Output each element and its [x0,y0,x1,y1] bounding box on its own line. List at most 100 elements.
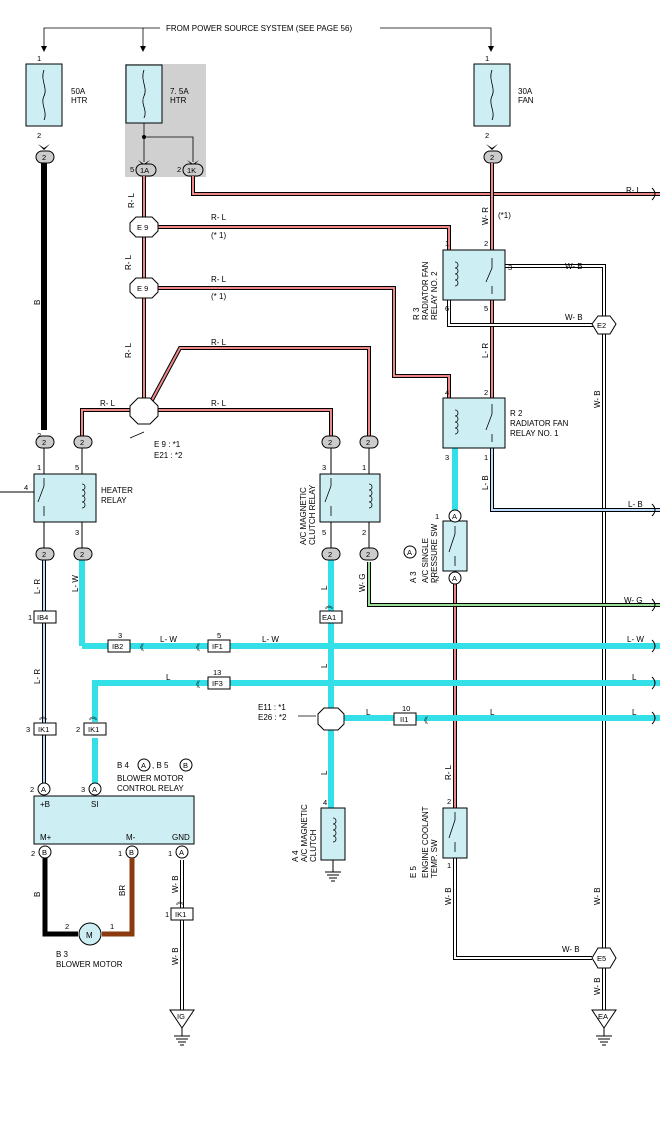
fuse-30a-fan: 1 30A FAN 2 [473,54,534,140]
svg-text:︽: ︽ [176,897,184,906]
wires-cyan [79,448,660,808]
svg-text:R- L: R- L [100,399,116,408]
svg-text:RELAY: RELAY [101,496,127,505]
svg-text:5: 5 [75,463,79,472]
svg-text:R- L: R- L [124,342,133,358]
svg-text:L- W: L- W [262,635,279,644]
svg-text:B: B [33,892,42,897]
heater-relay: 4 1 5 3 HEATER RELAY [0,463,133,537]
svg-text:1K: 1K [187,166,196,175]
svg-text:E5: E5 [597,954,606,963]
svg-text:W- G: W- G [358,573,367,592]
svg-text:SI: SI [91,800,99,809]
svg-text:E 9: E 9 [137,284,148,293]
svg-text:1: 1 [445,239,449,248]
svg-text:EA: EA [598,1012,608,1021]
svg-text:R- L: R- L [124,254,133,270]
svg-text:︽: ︽ [39,712,47,721]
svg-text:RELAY NO. 1: RELAY NO. 1 [510,429,559,438]
fuse-7-5a-htr: 7. 5A HTR [125,64,206,177]
svg-text:2: 2 [37,131,41,140]
svg-text:L- B: L- B [481,475,490,490]
svg-text:30A: 30A [518,87,533,96]
svg-text:A: A [179,848,184,857]
svg-text:2: 2 [362,528,366,537]
svg-text:ENGINE COOLANT: ENGINE COOLANT [421,806,430,878]
svg-text:︽: ︽ [325,601,333,610]
svg-text:10: 10 [402,704,410,713]
svg-text:L: L [490,708,495,717]
svg-text:W- B: W- B [171,947,180,965]
power-source-line: FROM POWER SOURCE SYSTEM (SEE PAGE 56) [41,24,494,52]
svg-text:《: 《 [420,716,428,725]
svg-text:R- L: R- L [211,275,227,284]
svg-text:2: 2 [485,131,489,140]
svg-text:FAN: FAN [518,96,534,105]
svg-text:W- B: W- B [593,390,602,408]
svg-text:L- W: L- W [627,635,644,644]
svg-text:5: 5 [217,631,221,640]
svg-text:2: 2 [42,438,46,447]
svg-text:2: 2 [328,550,332,559]
svg-text:R- L: R- L [626,186,642,195]
svg-text:RELAY NO. 2: RELAY NO. 2 [430,271,439,320]
svg-text:A 4: A 4 [291,850,300,862]
svg-text:(* 1): (* 1) [211,292,226,301]
wires-red [80,163,660,808]
svg-text:1: 1 [168,849,172,858]
svg-text:E 9 : *1: E 9 : *1 [154,440,181,449]
svg-text:M: M [86,931,93,940]
ac-pressure-switch: A A 1 2 A 3 A A/C SINGLE PRESSURE SW [403,509,468,585]
svg-text:1: 1 [28,613,32,622]
svg-text:3: 3 [322,463,326,472]
svg-text:(*1): (*1) [498,211,511,220]
wire-labels: R- L R- L (* 1) R- L (* 1) R- L R- L R- … [33,186,644,995]
wires-wb [180,264,606,1010]
svg-text:6: 6 [445,304,449,313]
svg-text:L- R: L- R [481,343,490,358]
svg-text:R 2: R 2 [510,409,523,418]
svg-text:IK1: IK1 [88,725,99,734]
svg-text:2: 2 [484,239,488,248]
svg-text:B: B [129,848,134,857]
svg-text:《: 《 [192,643,200,652]
fuse-connectors: 2 5 1A 2 1K 2 [35,144,503,177]
svg-text:IF1: IF1 [212,642,223,651]
svg-text:A/C SINGLE: A/C SINGLE [421,538,430,583]
blower-motor-control-relay: B 4 A , B 5 B BLOWER MOTOR CONTROL RELAY… [30,758,195,859]
svg-text:2: 2 [65,922,69,931]
svg-text:A: A [41,785,46,794]
svg-text:CLUTCH: CLUTCH [309,829,318,862]
svg-text:3: 3 [508,263,512,272]
svg-text:A/C MAGNETIC: A/C MAGNETIC [300,804,309,862]
svg-text:4: 4 [323,798,327,807]
svg-text:GND: GND [172,833,190,842]
svg-text:7. 5A: 7. 5A [170,87,189,96]
svg-text:2: 2 [490,153,494,162]
svg-text:IK1: IK1 [175,910,186,919]
svg-text:CLUTCH RELAY: CLUTCH RELAY [308,484,317,545]
svg-text:M-: M- [126,833,136,842]
svg-text:2: 2 [328,438,332,447]
svg-text:W- B: W- B [444,887,453,905]
blower-motor: M 2 1 B 3 BLOWER MOTOR [42,858,135,969]
svg-text:PRESSURE SW: PRESSURE SW [430,523,439,583]
svg-text:E 9: E 9 [137,223,148,232]
svg-text:B 3: B 3 [56,950,69,959]
svg-text:A: A [141,761,146,770]
svg-text:R- L: R- L [127,192,136,208]
svg-text:2: 2 [80,550,84,559]
relay-connectors-top: 2 2 2 2 2 [35,431,379,474]
engine-coolant-temp-switch: 2 1 E 5 ENGINE COOLANT TEMP. SW [409,797,468,878]
svg-text:RADIATOR FAN: RADIATOR FAN [421,261,430,320]
svg-text:A: A [407,548,412,557]
svg-text:1A: 1A [140,166,149,175]
svg-text:2: 2 [42,550,46,559]
svg-text:HEATER: HEATER [101,486,133,495]
svg-text:L- R: L- R [33,669,42,684]
e2-label: E2 [597,321,606,330]
svg-text:W- B: W- B [565,313,583,322]
svg-text:BLOWER MOTOR: BLOWER MOTOR [56,960,123,969]
svg-text:A 3: A 3 [409,571,418,583]
svg-text:1: 1 [447,861,451,870]
